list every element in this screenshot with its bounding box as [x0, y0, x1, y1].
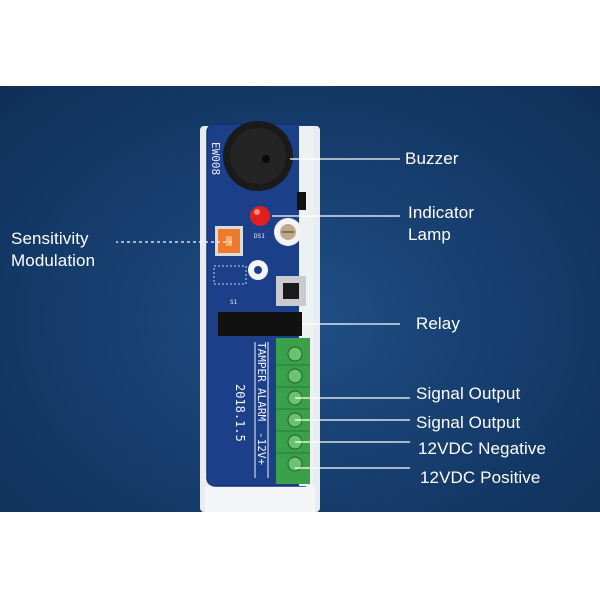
terminal-label-alarm: ALARM: [255, 388, 268, 421]
switch-reference: S1: [230, 299, 238, 306]
indicator-lamp-label-line1: Indicator: [408, 203, 475, 222]
sensitivity-label-line2: Modulation: [11, 251, 96, 270]
sensitivity-modulation-label: Sensitivity Modulation: [11, 228, 95, 272]
vdc-positive-label: 12VDC Positive: [420, 468, 541, 487]
callout-lines: [116, 158, 410, 469]
vdc-negative-label: 12VDC Negative: [418, 439, 547, 458]
led-reference: DS1: [254, 233, 265, 240]
buzzer-label: Buzzer: [405, 149, 459, 168]
sensor-board-illustration: EW008 DS1 S1 TAMPER ALARM -12V+ 2018.1.5: [200, 121, 320, 512]
signal-output-2-label: Signal Output: [416, 413, 521, 432]
sensitivity-label-line1: Sensitivity: [11, 229, 89, 248]
board-date: 2018.1.5: [233, 384, 247, 442]
diagram-stage: EW008 DS1 S1 TAMPER ALARM -12V+ 2018.1.5…: [0, 86, 600, 512]
board-model-label: EW008: [209, 142, 222, 175]
terminal-label-power: -12V+: [255, 432, 268, 465]
relay-label: Relay: [416, 314, 460, 333]
jumper-header: [297, 192, 306, 210]
indicator-lamp-label-line2: Lamp: [408, 225, 451, 244]
chip-outline: [213, 265, 247, 285]
indicator-lamp-label: Indicator Lamp: [408, 202, 474, 246]
signal-output-1-label: Signal Output: [416, 384, 521, 403]
device-case-bottom: [205, 486, 315, 512]
relay-component: [218, 312, 302, 336]
terminal-label-tamper: TAMPER: [255, 342, 268, 382]
